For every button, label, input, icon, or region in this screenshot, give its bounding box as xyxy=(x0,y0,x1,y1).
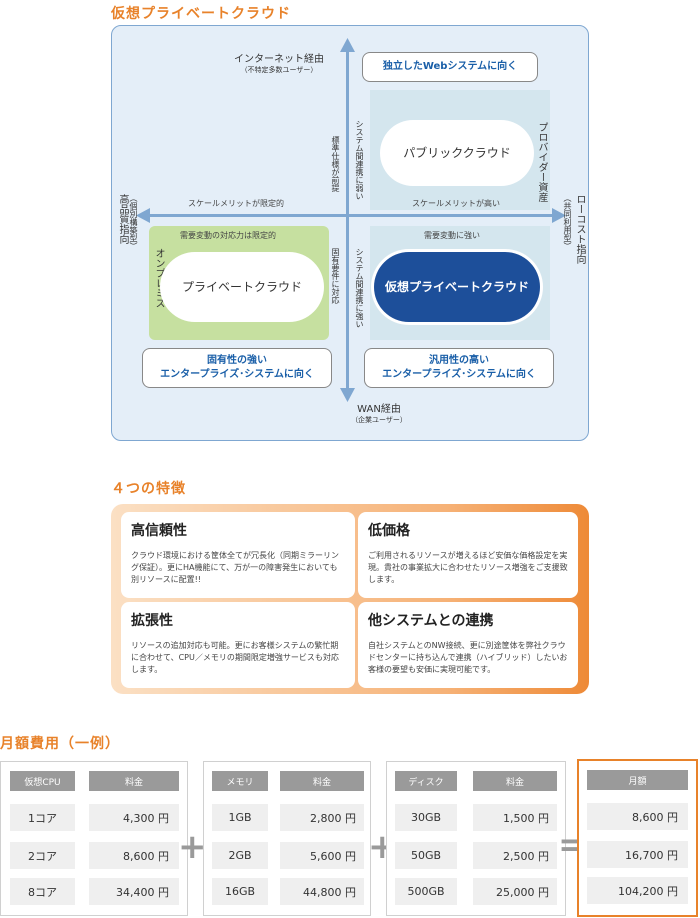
right-axis-label: ローコスト指向 xyxy=(574,194,585,264)
cpu-price-table: 仮想CPU 料金 1コア 4,300 円 2コア 8,600 円 8コア 34,… xyxy=(0,761,188,916)
callout-bottom-left: 固有性の強い エンタープライズ･システムに向く xyxy=(142,348,332,388)
feature-title: 他システムとの連携 xyxy=(368,613,494,629)
feature-title: 高信頼性 xyxy=(131,523,187,539)
memory-price-table: メモリ 料金 1GB 2,800 円 2GB 5,600 円 16GB 44,8… xyxy=(203,761,371,916)
table-cell: 5,600 円 xyxy=(280,842,364,869)
on-premise-label: オンプレミス xyxy=(153,248,164,308)
table-cell: 8,600 円 xyxy=(587,803,688,830)
diagram-section-title: 仮想プライベートクラウド xyxy=(111,6,291,22)
top-axis-sub: （不特定多数ユーザー） xyxy=(240,66,318,74)
table-header: 料金 xyxy=(280,771,364,791)
table-cell: 2,500 円 xyxy=(473,842,557,869)
disk-price-table: ディスク 料金 30GB 1,500 円 50GB 2,500 円 500GB … xyxy=(386,761,566,916)
bottom-axis-label: WAN経由 （企業ユーザー） xyxy=(344,404,414,426)
scale-right-label: スケールメリットが高い xyxy=(412,199,500,208)
table-cell: 2GB xyxy=(212,842,268,869)
table-cell: 1GB xyxy=(212,804,268,831)
table-cell: 2,800 円 xyxy=(280,804,364,831)
table-header: 料金 xyxy=(473,771,557,791)
private-cloud-shape xyxy=(162,254,322,320)
center-upper-right-label: システム間連携に弱い xyxy=(355,120,364,200)
table-cell: 30GB xyxy=(395,804,457,831)
callout-top: 独立したWebシステムに向く xyxy=(362,52,538,82)
plus-icon: + xyxy=(178,827,207,867)
feature-title: 低価格 xyxy=(368,523,410,539)
feature-card: 拡張性 リソースの追加対応も可能。更にお客様システムの繁忙期に合わせて、CPU／… xyxy=(121,602,355,688)
table-cell: 44,800 円 xyxy=(280,878,364,905)
left-axis-sub: （個別構築型） xyxy=(129,194,138,250)
table-cell: 25,000 円 xyxy=(473,878,557,905)
table-cell: 8,600 円 xyxy=(89,842,179,869)
table-header: メモリ xyxy=(212,771,268,791)
table-cell: 104,200 円 xyxy=(587,877,688,904)
public-cloud-shape xyxy=(382,122,532,184)
table-header: 料金 xyxy=(89,771,179,791)
table-cell: 2コア xyxy=(10,842,75,869)
table-cell: 16GB xyxy=(212,878,268,905)
feature-text: 自社システムとのNW接続、更に別途筐体を弊社クラウドセンターに持ち込んで連携（ハ… xyxy=(368,641,568,674)
table-cell: 8コア xyxy=(10,878,75,905)
feature-text: クラウド環境における筐体全てが冗長化（同期ミラーリング保証）。更にHA機能にて、… xyxy=(131,551,339,584)
center-lower-left-label: 固有要件に対応 xyxy=(331,248,340,304)
feature-text: ご利用されるリソースが増えるほど安価な価格設定を実現。貴社の事業拡大に合わせたリ… xyxy=(368,551,568,584)
provider-asset-label: プロバイダー資産 xyxy=(536,122,547,202)
table-cell: 1,500 円 xyxy=(473,804,557,831)
table-cell: 34,400 円 xyxy=(89,878,179,905)
table-cell: 500GB xyxy=(395,878,457,905)
feature-text: リソースの追加対応も可能。更にお客様システムの繁忙期に合わせて、CPU／メモリの… xyxy=(131,641,339,674)
features-panel: 高信頼性 クラウド環境における筐体全てが冗長化（同期ミラーリング保証）。更にHA… xyxy=(111,504,589,694)
right-axis-sub: （共同利用型） xyxy=(563,194,572,250)
cloud-diagram: インターネット経由 （不特定多数ユーザー） WAN経由 （企業ユーザー） 高品質… xyxy=(111,25,589,441)
table-header: ディスク xyxy=(395,771,457,791)
center-lower-right-label: システム間連携に強い xyxy=(355,248,364,328)
virtual-private-cloud-shape xyxy=(374,252,540,322)
table-cell: 50GB xyxy=(395,842,457,869)
callout-bottom-right: 汎用性の高い エンタープライズ･システムに向く xyxy=(364,348,554,388)
feature-card: 他システムとの連携 自社システムとのNW接続、更に別途筐体を弊社クラウドセンター… xyxy=(358,602,578,688)
scale-left-label: スケールメリットが限定的 xyxy=(188,199,284,208)
feature-title: 拡張性 xyxy=(131,613,173,629)
features-section-title: ４つの特徴 xyxy=(111,481,186,497)
feature-card: 高信頼性 クラウド環境における筐体全てが冗長化（同期ミラーリング保証）。更にHA… xyxy=(121,512,355,598)
table-header: 月額 xyxy=(587,770,688,790)
table-header: 仮想CPU xyxy=(10,771,75,791)
demand-left-label: 需要変動の対応力は限定的 xyxy=(180,231,276,240)
table-cell: 16,700 円 xyxy=(587,841,688,868)
private-cloud-label: プライベートクラウド xyxy=(181,280,302,294)
left-axis-label: 高品質指向 xyxy=(117,194,128,244)
top-axis-label: インターネット経由 （不特定多数ユーザー） xyxy=(224,54,334,76)
demand-right-label: 需要変動に強い xyxy=(424,231,480,240)
virtual-private-cloud-label: 仮想プライベートクラウド xyxy=(384,280,529,294)
table-cell: 1コア xyxy=(10,804,75,831)
bottom-axis-sub: （企業ユーザー） xyxy=(351,416,407,424)
feature-card: 低価格 ご利用されるリソースが増えるほど安価な価格設定を実現。貴社の事業拡大に合… xyxy=(358,512,578,598)
axis-arrows-icon xyxy=(136,38,566,402)
center-upper-left-label: 標準仕様が前提 xyxy=(331,136,340,192)
pricing-section-title: 月額費用（一例） xyxy=(0,736,120,752)
monthly-total-table: 月額 8,600 円 16,700 円 104,200 円 xyxy=(577,759,698,917)
public-cloud-label: パブリッククラウド xyxy=(403,146,511,160)
table-cell: 4,300 円 xyxy=(89,804,179,831)
